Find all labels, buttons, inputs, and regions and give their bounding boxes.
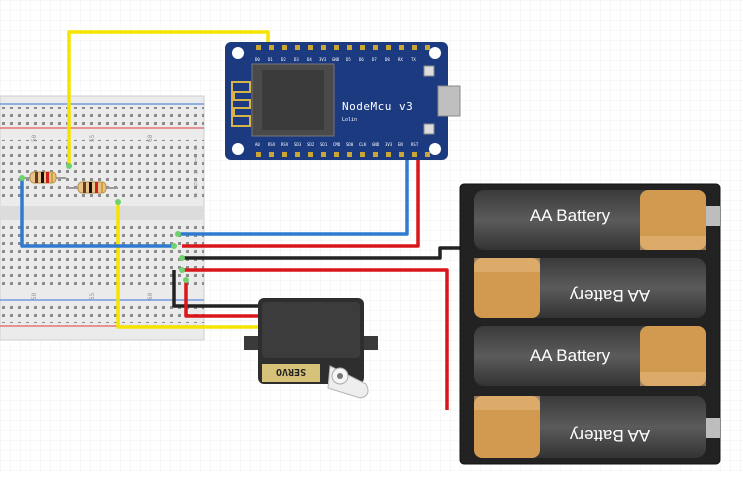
resistor-2 (66, 181, 118, 194)
reset-button (423, 123, 435, 135)
battery-label: AA Battery (569, 286, 650, 305)
column-number: 60 (147, 134, 154, 142)
svg-text:D5: D5 (346, 57, 351, 62)
svg-text:CMD: CMD (333, 142, 341, 147)
resistor-1 (22, 171, 66, 184)
usb-connector (437, 85, 461, 117)
column-number: 55 (89, 134, 96, 142)
pin-labels-top: D0 D1 D2 D3 D4 3V3 GND D5 D6 D7 D8 RX TX (255, 57, 416, 62)
battery-cell: AA Battery (474, 190, 706, 250)
row-letter: H (194, 169, 198, 176)
wires (19, 30, 462, 410)
flash-button (423, 65, 435, 77)
battery-pack: AA Battery AA Battery AA Battery AA Batt… (459, 183, 721, 465)
svg-text:3V3: 3V3 (319, 57, 327, 62)
svg-text:EN: EN (398, 142, 403, 147)
wire-yellow-d1 (67, 30, 270, 168)
svg-text:SD3: SD3 (294, 142, 302, 147)
column-number: 60 (147, 292, 154, 300)
board-title: NodeMcu v3 (342, 100, 413, 113)
row-letter: G (194, 181, 198, 188)
svg-text:D7: D7 (372, 57, 377, 62)
pin-header-top (256, 45, 430, 50)
svg-text:TX: TX (411, 57, 416, 62)
wire-red-battery (182, 268, 449, 410)
row-letter: F (194, 193, 198, 200)
svg-text:A0: A0 (255, 142, 260, 147)
svg-text:D3: D3 (294, 57, 299, 62)
svg-text:SD0: SD0 (346, 142, 354, 147)
wire-blue-resistor (20, 178, 172, 248)
battery-cell: AA Battery (474, 396, 706, 458)
wire-black-battery (182, 246, 462, 260)
row-letter: I (194, 157, 198, 164)
pin-header-bottom (256, 152, 430, 157)
battery-label: AA Battery (530, 206, 611, 225)
antenna (231, 81, 251, 127)
svg-text:RSV: RSV (281, 142, 289, 147)
svg-text:SD2: SD2 (307, 142, 315, 147)
servo-motor: SERVO (244, 298, 378, 399)
wire-black-servo (172, 270, 258, 308)
svg-text:D4: D4 (307, 57, 312, 62)
svg-text:D1: D1 (268, 57, 273, 62)
battery-cell: AA Battery (474, 326, 706, 386)
svg-text:SD1: SD1 (320, 142, 328, 147)
power-rail-top (0, 107, 204, 127)
svg-text:D2: D2 (281, 57, 286, 62)
column-number: 50 (31, 134, 38, 142)
svg-text:GND: GND (372, 142, 380, 147)
nodemcu-board: NodeMcu v3 Lolin D0 D1 D2 D3 D4 (225, 42, 461, 160)
battery-label: AA Battery (569, 426, 650, 445)
column-number: 55 (89, 292, 96, 300)
board-subtitle: Lolin (342, 117, 357, 123)
power-rail-bottom (0, 303, 204, 323)
svg-text:RSV: RSV (268, 142, 276, 147)
svg-text:D6: D6 (359, 57, 364, 62)
row-letter: J (194, 145, 198, 152)
svg-text:GND: GND (332, 57, 340, 62)
battery-cell: AA Battery (474, 258, 706, 318)
column-number: 50 (31, 292, 38, 300)
battery-label: AA Battery (530, 346, 611, 365)
servo-label: SERVO (276, 366, 306, 377)
svg-text:RX: RX (398, 57, 403, 62)
svg-text:RST: RST (411, 142, 419, 147)
servo-label-plate (262, 364, 320, 382)
center-channel (0, 206, 204, 220)
svg-text:D0: D0 (255, 57, 260, 62)
wire-red-vin (182, 160, 420, 248)
svg-text:CLK: CLK (359, 142, 367, 147)
pin-labels-bottom: A0 RSV RSV SD3 SD2 SD1 CMD SD0 CLK GND 3… (255, 142, 419, 147)
wire-red-servo (184, 280, 258, 318)
wire-yellow-servo (116, 202, 258, 329)
terminal-block-bottom (0, 226, 204, 288)
svg-text:D8: D8 (385, 57, 390, 62)
svg-text:3V3: 3V3 (385, 142, 393, 147)
wire-blue-gnd (178, 160, 409, 236)
